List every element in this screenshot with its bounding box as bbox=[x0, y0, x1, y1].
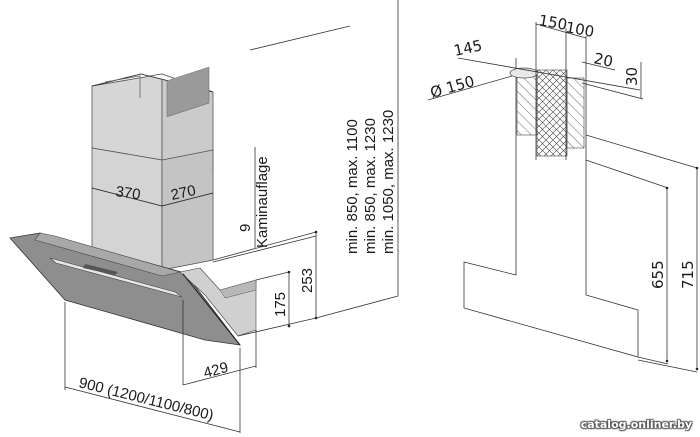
dim-chimney-width: 370 bbox=[114, 183, 141, 203]
label-kaminauflage: Kaminauflage bbox=[254, 156, 271, 248]
hood-isometric-view: 370 270 9 Kaminauflage min. 850, max. 11… bbox=[9, 0, 399, 433]
dim-chimney-depth: 270 bbox=[169, 182, 197, 204]
wall-mount-side-view: Ø 150 145 150 100 20 30 655 715 bbox=[427, 11, 699, 373]
dim-height-range-3: min. 1050, max. 1230 bbox=[380, 110, 397, 254]
dim-20: 20 bbox=[592, 49, 614, 71]
wall-section-left bbox=[516, 74, 538, 136]
dim-height-655: 655 bbox=[649, 260, 667, 289]
dim-100: 100 bbox=[564, 18, 595, 41]
chimney-upper bbox=[91, 66, 214, 173]
vent-grille-icon bbox=[166, 66, 210, 118]
wall-insulation bbox=[536, 69, 568, 157]
dim-height-range-2: min. 850, max. 1230 bbox=[362, 118, 379, 254]
watermark: catalog.onliner.by bbox=[580, 418, 692, 431]
dimension-lines bbox=[64, 0, 399, 433]
dim-hood-back-height: 253 bbox=[299, 268, 316, 293]
dim-30: 30 bbox=[623, 67, 641, 86]
hood-body bbox=[9, 232, 257, 346]
dim-height-715: 715 bbox=[679, 260, 697, 289]
wall-section-right bbox=[566, 77, 585, 149]
dim-height-range-1: min. 850, max. 1100 bbox=[344, 119, 361, 254]
dim-offset-145: 145 bbox=[452, 36, 484, 60]
dim-support-offset: 9 bbox=[237, 224, 254, 232]
dim-150: 150 bbox=[537, 11, 568, 34]
dim-hood-box-height: 175 bbox=[272, 292, 289, 317]
dim-hood-depth: 429 bbox=[202, 359, 231, 382]
chimney-lower bbox=[91, 147, 214, 271]
dim-outlet-diameter: Ø 150 bbox=[428, 72, 476, 102]
